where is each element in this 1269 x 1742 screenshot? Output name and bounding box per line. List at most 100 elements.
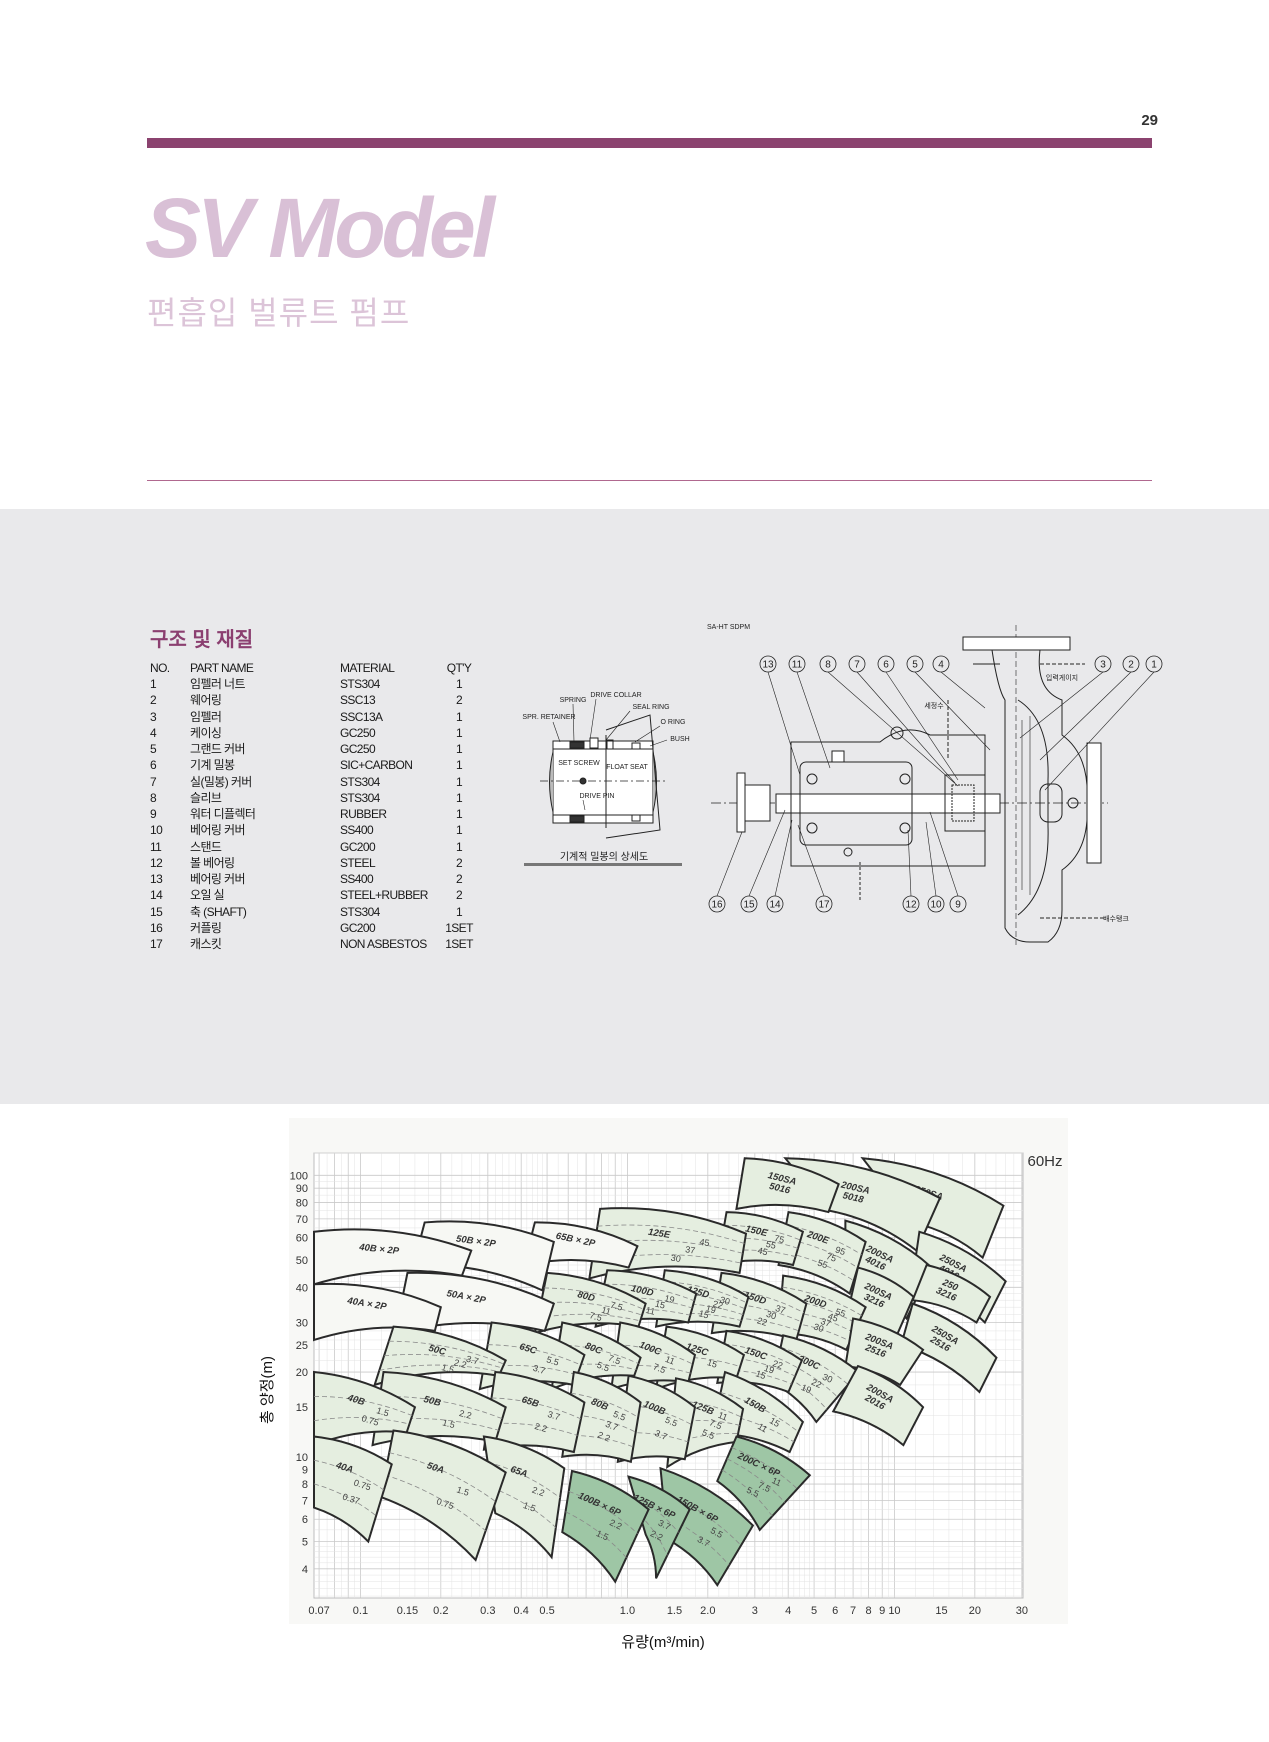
y-axis-title: 총 양정(m)	[259, 1356, 276, 1424]
region-shape	[911, 1263, 992, 1324]
callout-number: 11	[792, 660, 803, 671]
motor-kw-label: 22	[712, 1299, 724, 1311]
motor-kw-label: 55	[834, 1306, 847, 1319]
qty-cell: 1	[455, 742, 463, 756]
efficiency-curve	[671, 1420, 740, 1426]
efficiency-curve	[568, 1414, 636, 1433]
qty-cell: 1	[455, 839, 463, 854]
flush-water-note: 세정수	[924, 701, 944, 710]
seal-label-set-screw: SET SCREW	[558, 760, 600, 767]
x-tick-label: 1.5	[667, 1605, 682, 1617]
callout-number: 14	[769, 900, 781, 911]
frequency-label: 60Hz	[1027, 1153, 1062, 1170]
no-cell: 10	[150, 823, 163, 838]
no-cell: 2	[150, 693, 157, 708]
motor-kw-label: 7.5	[708, 1417, 723, 1431]
callout-number: 10	[930, 900, 942, 911]
callout-leaders	[716, 671, 1155, 897]
motor-kw-label: 11	[600, 1305, 612, 1317]
region-shape	[899, 1302, 998, 1394]
motor-kw-label: 2.2	[649, 1528, 665, 1542]
callout-circle	[708, 895, 726, 913]
motor-kw-label: 45	[757, 1245, 769, 1257]
part-name-cell: 실(밀봉) 커버	[190, 774, 252, 789]
x-tick-label: 3	[752, 1605, 758, 1617]
seal-label-o-ring: O RING	[661, 719, 686, 726]
motor-kw-label: 7.5	[756, 1480, 772, 1494]
callout-circle	[932, 655, 950, 673]
qty-cell: 1	[455, 904, 463, 919]
motor-kw-label: 45	[699, 1237, 710, 1248]
efficiency-curve	[669, 1433, 739, 1446]
no-cell: 6	[150, 758, 157, 773]
motor-kw-label: 30	[719, 1295, 731, 1307]
region-label: 125E	[647, 1227, 671, 1241]
part-name-cell: 볼 베어링	[190, 855, 235, 870]
callout-number: 13	[762, 660, 774, 671]
motor-kw-label: 7.5	[609, 1300, 624, 1313]
motor-kw-label: 5.5	[612, 1409, 627, 1423]
seal-label-drive-collar: DRIVE COLLAR	[590, 692, 641, 699]
motor-kw-label: 30	[670, 1253, 681, 1264]
callout-circle	[949, 895, 967, 913]
pressure-gauge-note: 입력게이지	[1046, 673, 1078, 682]
region-shape	[313, 1370, 417, 1447]
callout-number: 17	[818, 900, 830, 911]
motor-kw-label: 5.5	[701, 1427, 716, 1441]
no-cell: 9	[150, 807, 157, 821]
motor-kw-label: 3.7	[465, 1354, 480, 1367]
motor-kw-label: 3.7	[653, 1428, 668, 1442]
seal-label-seal-ring: SEAL RING	[632, 704, 669, 711]
qty-cell: 1	[455, 823, 463, 838]
region-shape	[659, 1466, 755, 1587]
region-shape	[313, 1435, 393, 1544]
region-shape	[379, 1429, 507, 1562]
motor-kw-label: 37	[774, 1303, 787, 1316]
callout-number: 8	[825, 660, 831, 671]
x-tick-label: 0.5	[539, 1605, 554, 1617]
material-cell: GC200	[340, 839, 376, 854]
material-cell: STS304	[340, 677, 380, 691]
qty-cell: 2	[455, 872, 463, 886]
callout-number: 6	[883, 660, 889, 671]
motor-kw-label: 55	[816, 1258, 829, 1271]
no-cell: 15	[150, 904, 163, 919]
callout-number: 16	[711, 900, 723, 911]
region-label: 65A	[509, 1464, 529, 1480]
callout-number: 1	[1151, 660, 1157, 671]
region-label: 5018	[842, 1190, 866, 1206]
motor-kw-label: 22	[810, 1377, 823, 1390]
efficiency-curve	[777, 1358, 838, 1398]
material-cell: STS304	[340, 774, 380, 789]
qty-cell: 1	[455, 758, 463, 773]
callout-circle	[759, 655, 777, 673]
material-cell: GC250	[340, 725, 376, 740]
pump-region: 40A × 2P	[313, 1282, 442, 1342]
motor-kw-label: 1.5	[441, 1417, 456, 1430]
no-cell: 13	[150, 872, 163, 886]
qty-cell: 1	[455, 709, 463, 724]
no-cell: 4	[150, 725, 157, 740]
motor-kw-label: 37	[819, 1316, 832, 1329]
motor-kw-label: 19	[664, 1293, 676, 1305]
seal-label-spr-retainer: SPR. RETAINER	[522, 714, 575, 721]
motor-kw-label: 30	[821, 1372, 834, 1385]
y-tick-label: 9	[302, 1465, 308, 1477]
efficiency-curve	[782, 1286, 862, 1317]
page-number: 29	[1141, 112, 1158, 129]
motor-kw-label: 0.75	[360, 1413, 380, 1428]
motor-kw-label: 19	[800, 1382, 813, 1395]
material-cell: SSC13	[340, 693, 376, 708]
region-label: 150E	[744, 1223, 769, 1239]
motor-kw-label: 7.5	[607, 1353, 622, 1367]
motor-kw-label: 5.5	[545, 1354, 560, 1367]
drain-tank-note: 배수탱크	[1103, 914, 1129, 923]
region-label: 40B	[345, 1392, 366, 1408]
y-tick-label: 10	[296, 1452, 308, 1464]
seal-label-float-seat: FLOAT SEAT	[606, 764, 648, 771]
callout-number: 4	[938, 660, 944, 671]
efficiency-curve	[719, 1369, 792, 1385]
